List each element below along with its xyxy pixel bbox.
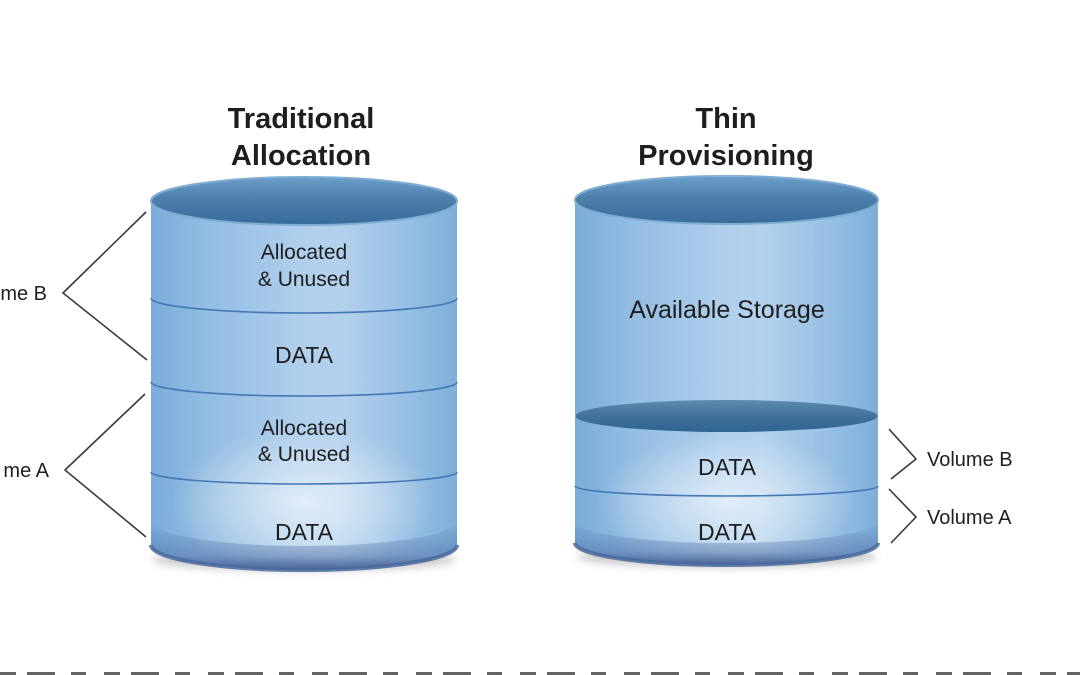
left-cylinder-bottom-band (151, 521, 457, 570)
volume-a-left-label: me A (3, 460, 49, 482)
left-section-allocated-unused-b-line2: & Unused (258, 268, 350, 291)
right-cylinder-bottom-band (575, 521, 878, 565)
right-divider-1 (574, 485, 879, 497)
traditional-allocation-cylinder: Allocated & Unused DATA Allocated & Unus… (149, 176, 459, 576)
left-cylinder-bottom-rim (149, 544, 459, 572)
left-title-line1: Traditional (228, 103, 375, 135)
right-callouts (888, 428, 918, 544)
right-cylinder-bottom-glow (597, 434, 857, 570)
right-title-line2: Provisioning (638, 140, 814, 172)
right-fill-level-surface (575, 400, 878, 432)
volume-b-left-bracket (61, 211, 148, 361)
volume-a-right-label: Volume A (927, 507, 1012, 529)
left-cylinder-bottom-glow (172, 428, 436, 576)
left-divider-2 (150, 381, 458, 397)
right-section-data-a: DATA (698, 519, 757, 545)
left-callouts (61, 211, 148, 538)
left-divider-1 (150, 297, 458, 314)
volume-a-left-bracket (63, 393, 147, 538)
volume-b-left-label: me B (0, 283, 47, 305)
left-section-allocated-unused-b-line1: Allocated (261, 241, 347, 264)
thin-provisioning-cylinder: Available Storage DATA DATA (573, 175, 880, 570)
volume-a-right-bracket (888, 488, 918, 544)
right-available-storage-label: Available Storage (629, 296, 825, 324)
left-section-data-b: DATA (275, 342, 334, 368)
left-cylinder-top-opening (150, 176, 458, 226)
right-cylinder-bottom-rim (573, 542, 880, 567)
volume-b-right-label: Volume B (927, 449, 1013, 471)
left-divider-3 (150, 471, 458, 485)
right-title-line1: Thin (695, 103, 756, 135)
volume-b-right-bracket (888, 428, 918, 480)
left-section-allocated-unused-a-line1: Allocated (261, 417, 347, 440)
right-cylinder-top-opening (574, 175, 879, 225)
right-section-data-b: DATA (698, 454, 757, 480)
left-section-allocated-unused-a-line2: & Unused (258, 443, 350, 466)
left-section-data-a: DATA (275, 519, 334, 545)
cropped-content-edge (0, 672, 1080, 675)
left-title-line2: Allocation (231, 140, 371, 172)
